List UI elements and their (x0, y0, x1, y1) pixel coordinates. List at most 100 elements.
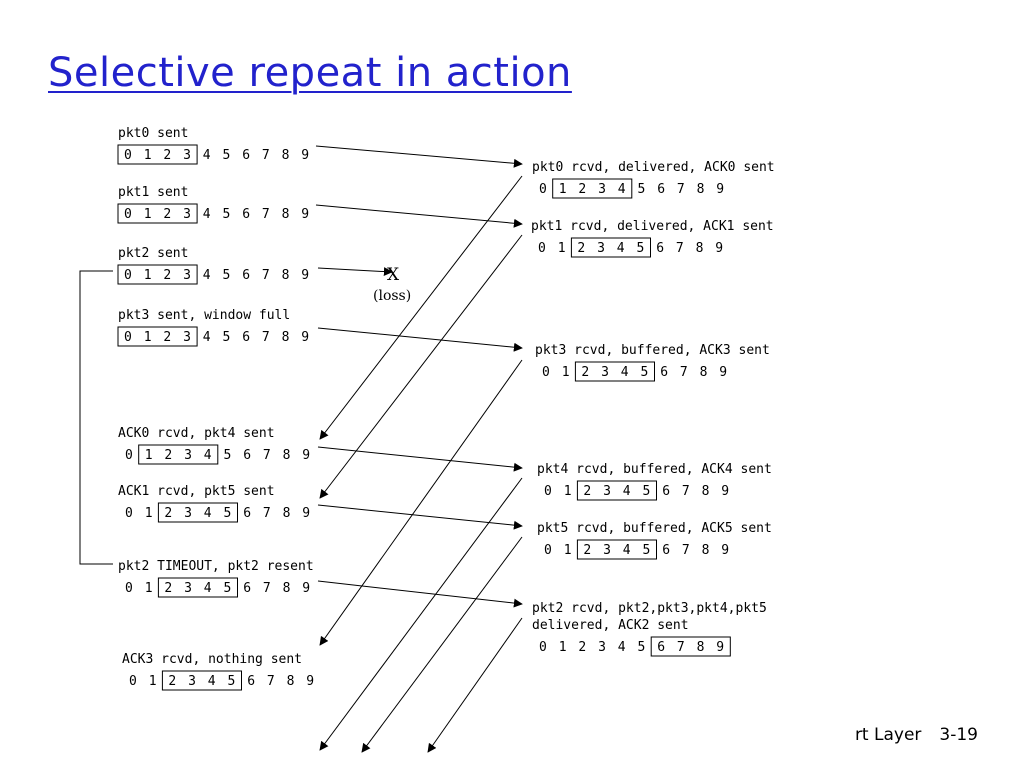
sequence-number: 5 (223, 330, 231, 345)
sequence-number: 6 (243, 448, 251, 463)
sequence-number: 1 (145, 581, 153, 596)
window-box (117, 203, 198, 224)
sequence-number: 4 (617, 241, 625, 256)
sequence-number: 9 (721, 543, 729, 558)
sequence-number: 5 (637, 241, 645, 256)
sequence-number: 8 (697, 640, 705, 655)
sequence-number: 7 (263, 448, 271, 463)
sequence-number: 0 (538, 241, 546, 256)
window-box (576, 480, 658, 501)
sequence-number: 4 (208, 674, 216, 689)
sequence-number: 1 (144, 207, 152, 222)
receiver-event-label-line2: delivered, ACK2 sent (532, 618, 689, 633)
window-box (574, 361, 656, 382)
sequence-number: 6 (242, 148, 250, 163)
sequence-number: 9 (716, 640, 724, 655)
sequence-number: 7 (682, 543, 690, 558)
sequence-number: 1 (564, 484, 572, 499)
sequence-number: 4 (204, 448, 212, 463)
sender-event-label: ACK0 rcvd, pkt4 sent (118, 426, 275, 441)
sequence-number: 8 (702, 484, 710, 499)
ack-arrow (319, 359, 523, 646)
receiver-event-label: pkt2 rcvd, pkt2,pkt3,pkt4,pkt5 (532, 601, 767, 616)
window-box (117, 264, 198, 285)
sequence-number: 7 (677, 640, 685, 655)
sequence-number: 6 (657, 182, 665, 197)
sequence-number: 9 (301, 148, 309, 163)
sequence-number: 2 (581, 365, 589, 380)
sequence-number: 6 (662, 484, 670, 499)
sequence-number: 8 (696, 241, 704, 256)
sequence-number: 4 (203, 207, 211, 222)
sequence-number: 5 (638, 640, 646, 655)
sequence-number: 3 (597, 241, 605, 256)
sequence-number: 1 (145, 506, 153, 521)
sequence-number: 2 (164, 581, 172, 596)
window-box (117, 144, 198, 165)
message-arrows (79, 145, 523, 753)
sequence-number: 8 (282, 330, 290, 345)
sequence-number: 3 (603, 484, 611, 499)
sequence-number: 3 (188, 674, 196, 689)
receiver-event: pkt2 rcvd, pkt2,pkt3,pkt4,pkt5 delivered,… (532, 601, 767, 657)
sequence-number: 4 (203, 268, 211, 283)
sequence-number: 8 (282, 207, 290, 222)
sequence-number: 3 (601, 365, 609, 380)
sequence-number: 6 (656, 241, 664, 256)
sequence-number: 8 (282, 148, 290, 163)
sequence-number: 4 (621, 365, 629, 380)
ack-arrow (319, 477, 523, 751)
sequence-number: 1 (144, 148, 152, 163)
sequence-number: 0 (544, 484, 552, 499)
sequence-number: 5 (223, 207, 231, 222)
window-box (650, 636, 731, 657)
sequence-number: 6 (242, 207, 250, 222)
sequence-number: 0 (124, 330, 132, 345)
footer-page-number: 3-19 (939, 725, 978, 745)
sequence-number: 1 (559, 182, 567, 197)
window-box (138, 444, 219, 465)
sequence-number: 9 (721, 484, 729, 499)
sequence-number: 0 (124, 148, 132, 163)
sequence-number: 4 (618, 182, 626, 197)
loss-x-mark: X (387, 265, 400, 285)
sender-event-label: ACK3 rcvd, nothing sent (122, 652, 302, 667)
sequence-number: 6 (243, 506, 251, 521)
sequence-number: 9 (715, 241, 723, 256)
sequence-number: 4 (623, 543, 631, 558)
sequence-number: 4 (204, 506, 212, 521)
sequence-number: 2 (163, 330, 171, 345)
sequence-number: 8 (702, 543, 710, 558)
window-box (117, 326, 198, 347)
sequence-number: 0 (125, 506, 133, 521)
sequence-number: 1 (149, 674, 157, 689)
sequence-number: 0 (539, 182, 547, 197)
sequence-number: 3 (184, 581, 192, 596)
sequence-number: 2 (583, 484, 591, 499)
receiver-event-label: pkt4 rcvd, buffered, ACK4 sent (537, 462, 772, 477)
sequence-number: 2 (168, 674, 176, 689)
sequence-number: 7 (677, 182, 685, 197)
sequence-number: 4 (623, 484, 631, 499)
sequence-number: 1 (559, 640, 567, 655)
sequence-number: 3 (598, 182, 606, 197)
sequence-number: 5 (223, 148, 231, 163)
sequence-number: 6 (243, 581, 251, 596)
sequence-number: 5 (224, 581, 232, 596)
window-box (552, 178, 633, 199)
sequence-number: 2 (164, 448, 172, 463)
packet-arrow (317, 446, 523, 472)
sequence-number: 0 (124, 207, 132, 222)
window-box (161, 670, 242, 691)
sequence-number: 2 (163, 148, 171, 163)
packet-arrow (315, 145, 523, 168)
sequence-number: 5 (224, 448, 232, 463)
